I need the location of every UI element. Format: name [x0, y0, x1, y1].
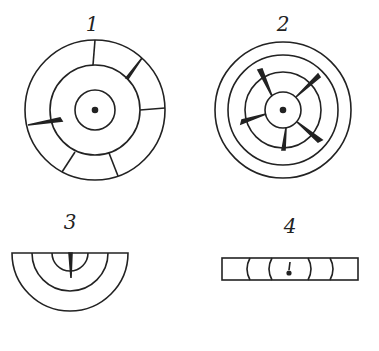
board-4 — [222, 258, 358, 280]
log-section-2 — [215, 42, 351, 178]
half-log-3 — [12, 253, 128, 311]
log-section-1 — [25, 40, 165, 180]
figure-number: 4 — [284, 216, 297, 236]
figure-number: 3 — [64, 212, 77, 232]
figure-number: 1 — [86, 14, 99, 34]
figure-number: 2 — [277, 14, 290, 34]
